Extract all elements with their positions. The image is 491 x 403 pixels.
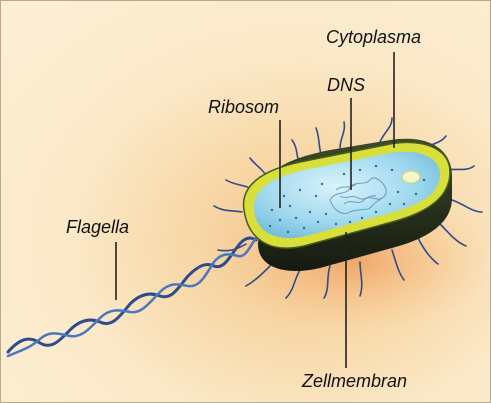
inclusion-body [402,171,420,183]
label-zellmembran: Zellmembran [302,372,407,390]
label-cytoplasma: Cytoplasma [326,28,421,46]
label-flagella: Flagella [66,218,129,236]
label-ribosom: Ribosom [208,98,279,116]
label-dns: DNS [327,76,365,94]
